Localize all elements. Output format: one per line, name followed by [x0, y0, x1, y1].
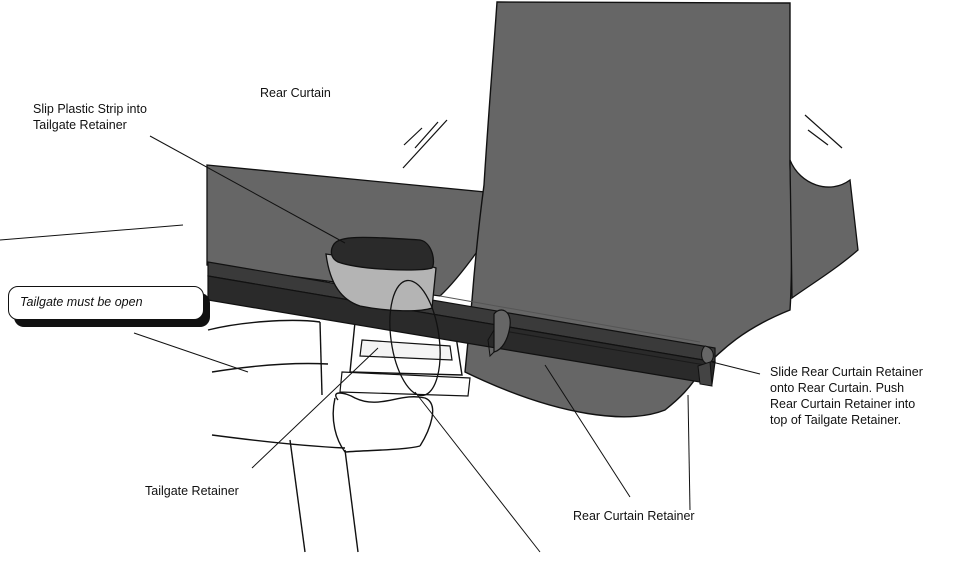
tailgate-retainer-label: Tailgate Retainer	[145, 484, 239, 498]
slip-strip-label: Slip Plastic Strip into Tailgate Retaine…	[33, 101, 147, 133]
tailgate-note-callout: Tailgate must be open	[8, 286, 204, 320]
rear-curtain-retainer-rail	[207, 261, 716, 387]
tailgate-outline	[207, 319, 434, 553]
rear-curtain-right-flap	[789, 159, 859, 300]
slide-retainer-line-1: Slide Rear Curtain Retainer	[770, 365, 923, 379]
rear-curtain-retainer-label: Rear Curtain Retainer	[573, 509, 695, 523]
slip-strip-label-line-1: Slip Plastic Strip into	[33, 102, 147, 116]
leader-lines	[0, 135, 761, 553]
slip-strip-label-line-2: Tailgate Retainer	[33, 118, 127, 132]
slide-retainer-line-4: top of Tailgate Retainer.	[770, 413, 902, 427]
tailgate-note-text: Tailgate must be open	[20, 295, 143, 309]
glass-hatch-marks	[402, 114, 843, 169]
slide-retainer-label: Slide Rear Curtain Retainer onto Rear Cu…	[770, 364, 923, 428]
rear-curtain-label: Rear Curtain	[260, 86, 331, 100]
slide-retainer-line-3: Rear Curtain Retainer into	[770, 397, 916, 411]
plastic-strip	[325, 236, 437, 312]
slide-retainer-line-2: onto Rear Curtain. Push	[770, 381, 905, 395]
rear-curtain-center-panel	[464, 1, 793, 418]
detail-ellipse	[389, 279, 441, 397]
